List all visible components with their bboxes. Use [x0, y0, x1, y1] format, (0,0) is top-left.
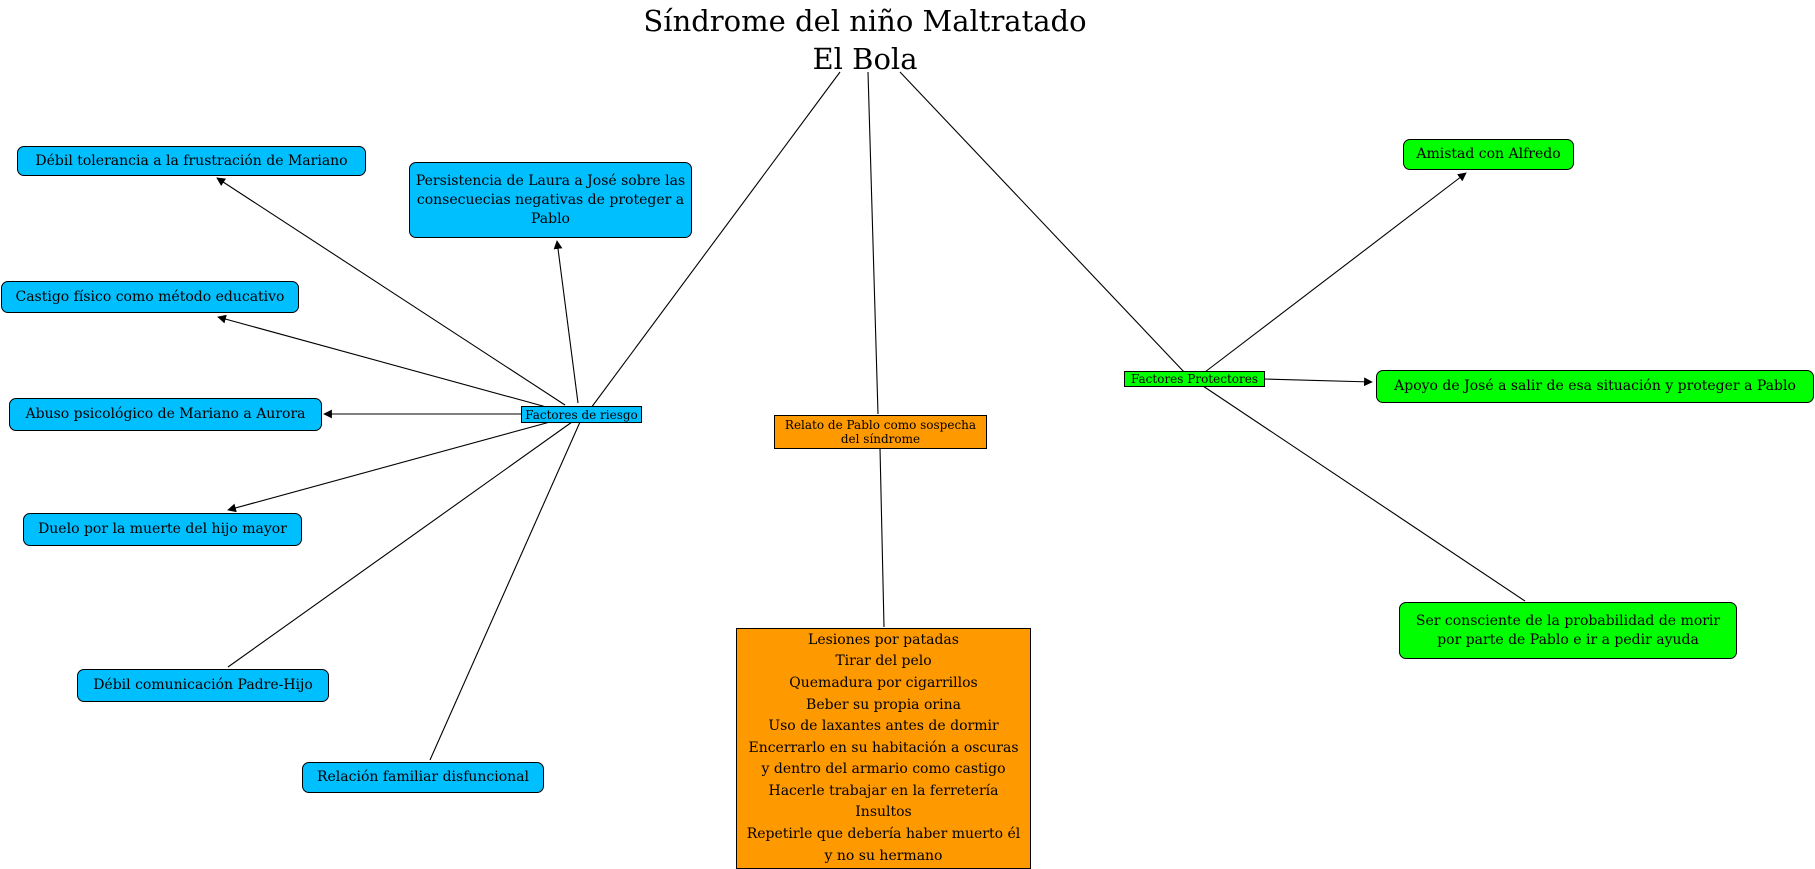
link-risk-1: [216, 177, 566, 406]
title-line-2: El Bola: [812, 42, 918, 76]
link-risk-2: [553, 240, 579, 404]
story-detail-2: Tirar del pelo: [835, 653, 932, 670]
link-protective-2: [1262, 377, 1373, 387]
link-title-story: [867, 71, 879, 415]
link-risk-5: [227, 421, 551, 513]
story-detail-6: Encerrarlo en su habitación a oscuras: [748, 739, 1019, 756]
link-protective-1: [1204, 172, 1467, 373]
risk-factor-persistence: Persistencia de Laura a José sobre las c…: [409, 162, 692, 238]
story-detail-3: Quemadura por cigarrillos: [789, 674, 978, 691]
risk-factor-dysfunctional-family: Relación familiar disfuncional: [302, 762, 544, 793]
story-detail-9: Insultos: [855, 804, 912, 821]
link-title-protective: [899, 71, 1186, 374]
hub-protective-factors: Factores Protectores: [1124, 371, 1265, 387]
link-risk-6: [227, 421, 573, 668]
link-protective-3: [1199, 383, 1526, 602]
risk-factor-mourning: Duelo por la muerte del hijo mayor: [23, 513, 302, 546]
story-detail-8: Hacerle trabajar en la ferretería: [768, 782, 999, 799]
link-risk-7: [429, 421, 581, 761]
risk-factor-frustration: Débil tolerancia a la frustración de Mar…: [17, 146, 366, 176]
story-detail-11: y no su hermano: [824, 847, 943, 864]
link-title-risk: [587, 71, 841, 413]
story-details-box: Lesiones por patadas Tirar del pelo Quem…: [736, 628, 1031, 869]
hub-pablo-story: Relato de Pablo como sospecha del síndro…: [774, 415, 987, 449]
story-detail-4: Beber su propia orina: [806, 696, 961, 713]
protective-factor-jose-support: Apoyo de José a salir de esa situación y…: [1376, 370, 1814, 403]
risk-factor-communication: Débil comunicación Padre-Hijo: [77, 669, 329, 702]
story-detail-10: Repetirle que debería haber muerto él: [746, 826, 1021, 843]
page-title: Síndrome del niño Maltratado El Bola: [560, 2, 1170, 78]
risk-factor-physical-punishment: Castigo físico como método educativo: [1, 281, 299, 313]
protective-factor-friendship: Amistad con Alfredo: [1403, 139, 1574, 170]
story-detail-1: Lesiones por patadas: [808, 631, 959, 648]
link-risk-3: [217, 314, 551, 409]
story-detail-7: y dentro del armario como castigo: [761, 761, 1006, 778]
risk-factor-psychological-abuse: Abuso psicológico de Mariano a Aurora: [9, 398, 322, 431]
hub-risk-factors: Factores de riesgo: [521, 406, 642, 423]
link-story-details: [879, 447, 885, 628]
protective-factor-awareness: Ser consciente de la probabilidad de mor…: [1399, 602, 1737, 659]
title-line-1: Síndrome del niño Maltratado: [643, 4, 1087, 38]
story-detail-5: Uso de laxantes antes de dormir: [768, 718, 999, 735]
